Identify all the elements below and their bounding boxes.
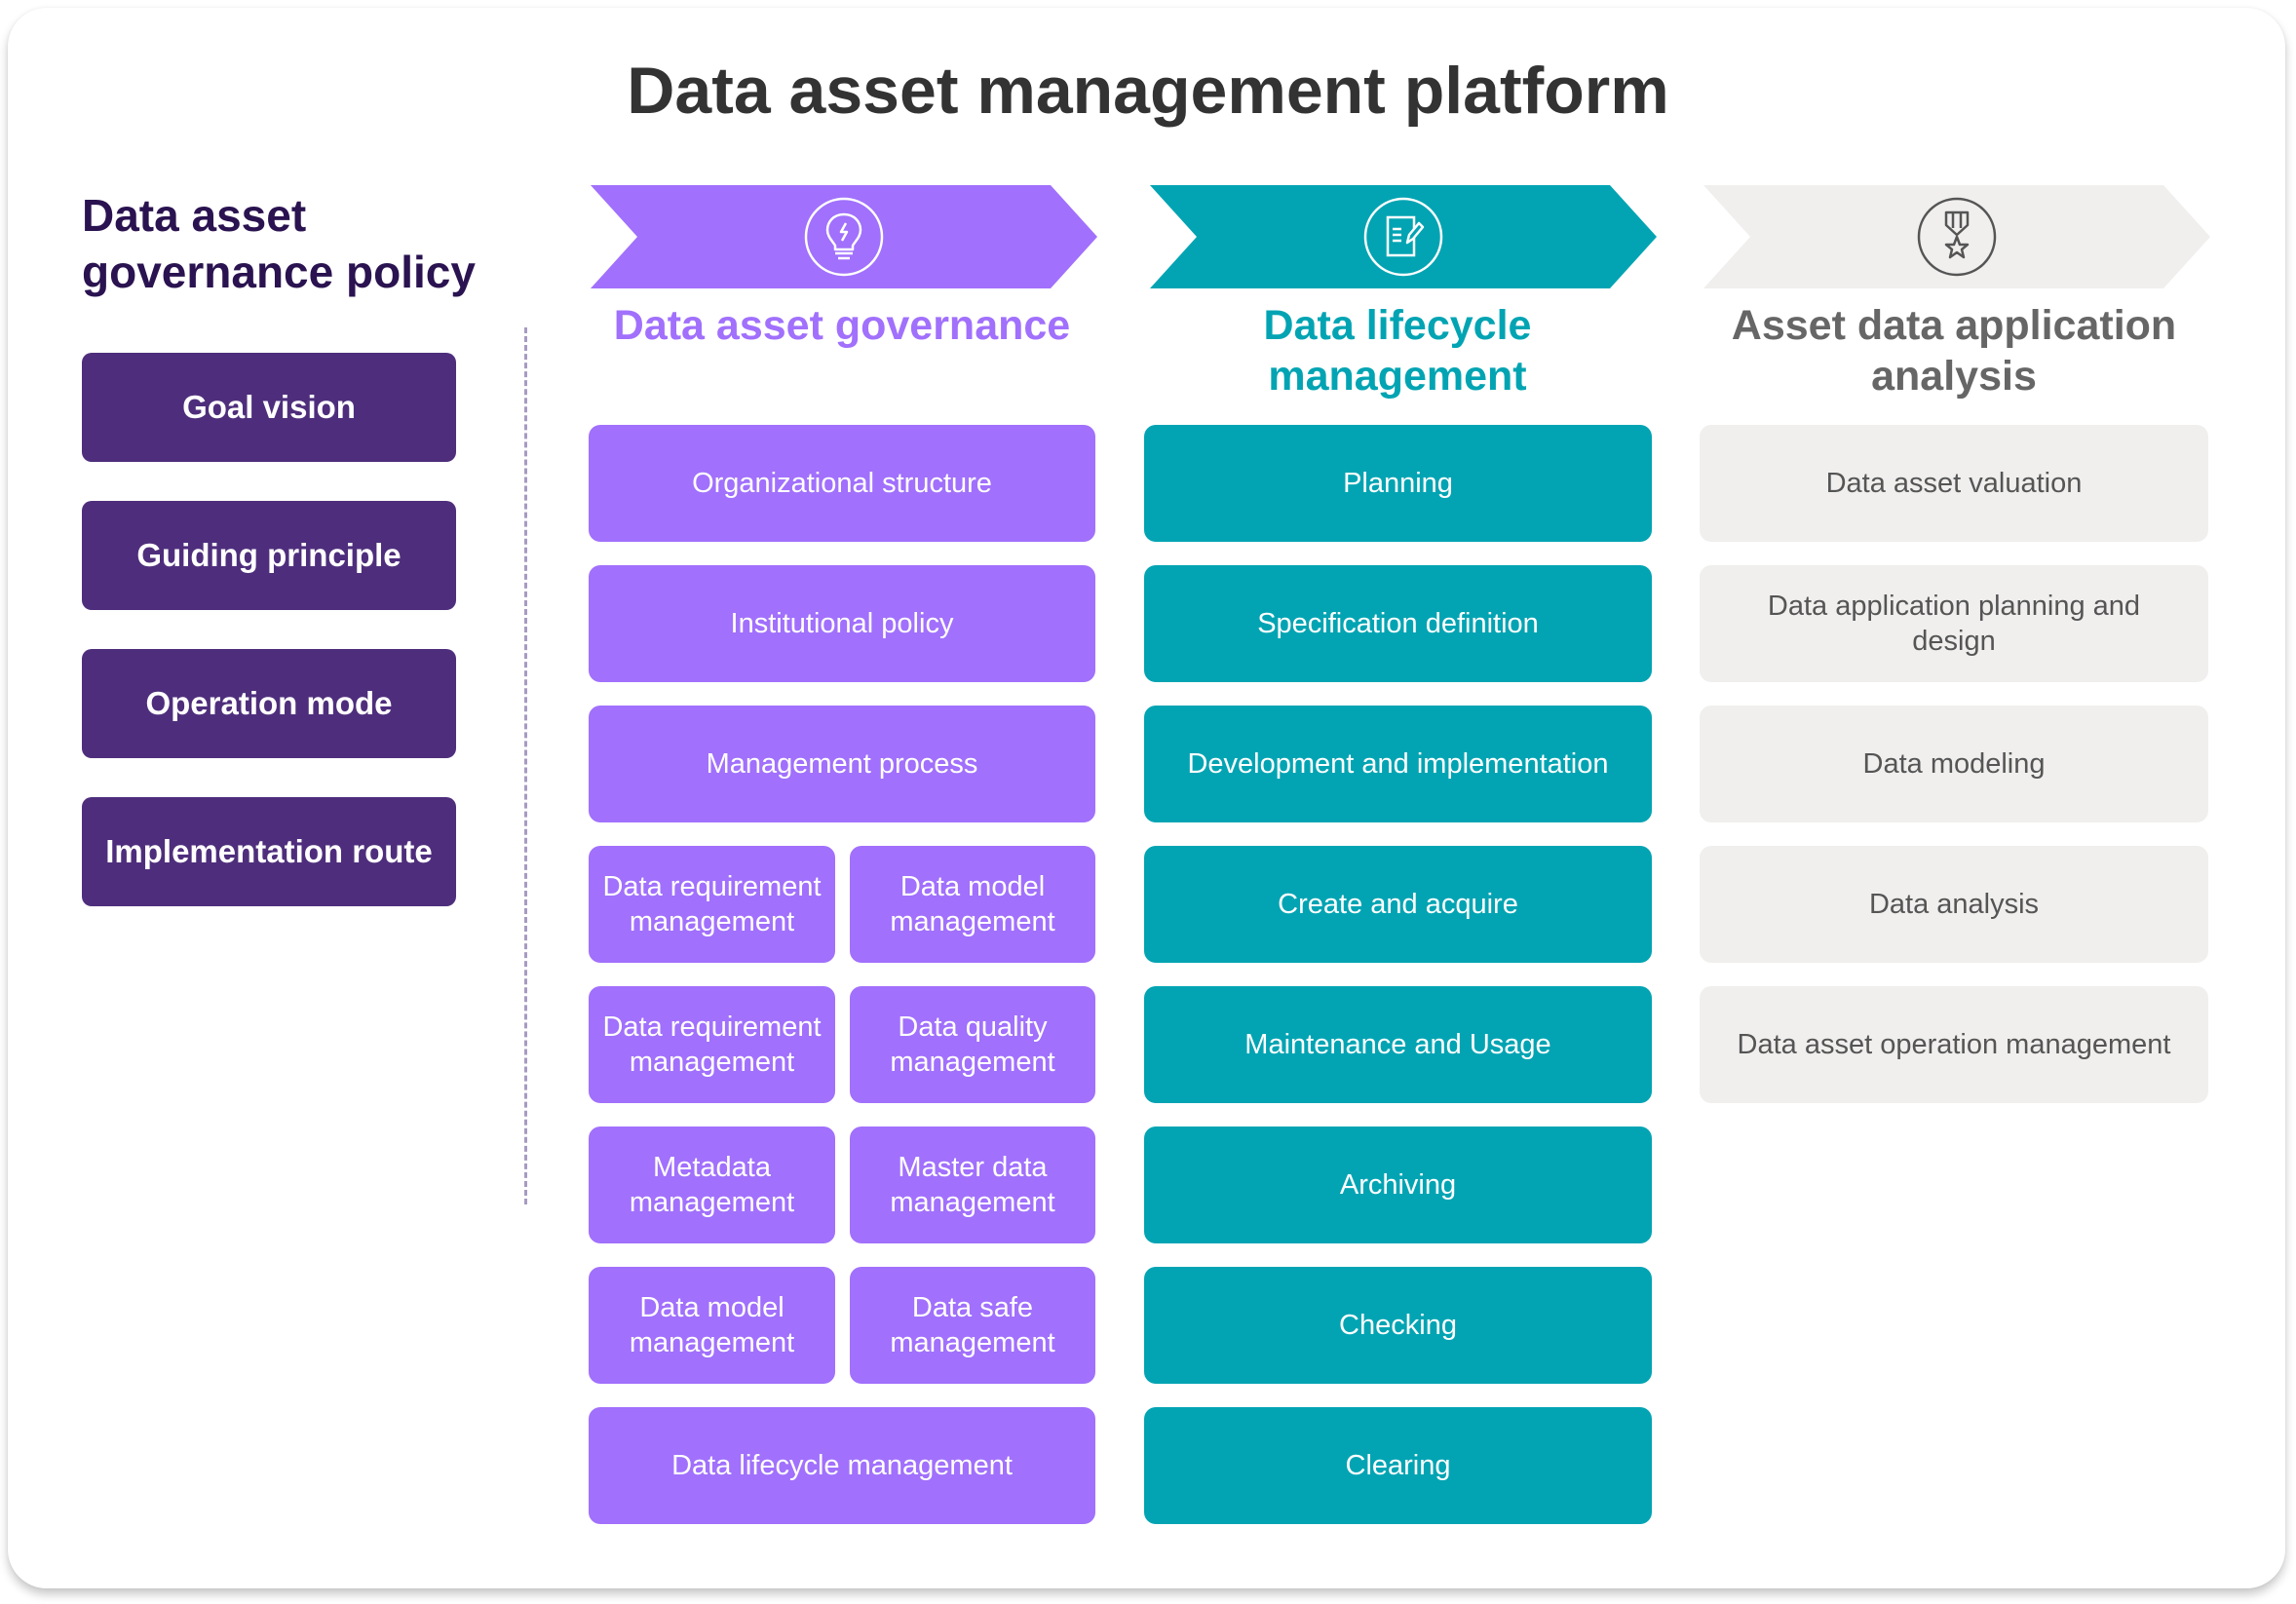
lifecycle-arrow-banner	[1150, 185, 1657, 288]
governance-item: Master data management	[850, 1127, 1095, 1243]
governance-item: Institutional policy	[589, 565, 1095, 682]
lifecycle-item: Clearing	[1144, 1407, 1652, 1524]
policy-item-guiding-principle: Guiding principle	[82, 501, 456, 610]
lifecycle-item: Development and implementation	[1144, 706, 1652, 822]
governance-item: Data requirement management	[589, 986, 835, 1103]
analysis-item: Data application planning and design	[1700, 565, 2208, 682]
page-title: Data asset management platform	[627, 54, 1669, 128]
analysis-arrow-banner	[1703, 185, 2210, 288]
lifecycle-item: Planning	[1144, 425, 1652, 542]
governance-item: Metadata management	[589, 1127, 835, 1243]
policy-heading: Data asset governance policy	[82, 190, 476, 297]
governance-title: Data asset governance	[613, 302, 1071, 349]
policy-item-operation-mode: Operation mode	[82, 649, 456, 758]
analysis-title: Asset data application analysis	[1731, 302, 2177, 400]
lifecycle-item: Archiving	[1144, 1127, 1652, 1243]
document-edit-icon	[1363, 197, 1443, 277]
lightbulb-icon	[804, 197, 884, 277]
lifecycle-item: Create and acquire	[1144, 846, 1652, 963]
chevron-shape	[1150, 185, 1657, 288]
governance-item: Data safe management	[850, 1267, 1095, 1384]
governance-arrow-banner	[591, 185, 1097, 288]
analysis-item: Data asset operation management	[1700, 986, 2208, 1103]
policy-item-implementation-route: Implementation route	[82, 797, 456, 906]
analysis-item: Data modeling	[1700, 706, 2208, 822]
analysis-item: Data analysis	[1700, 846, 2208, 963]
lifecycle-item: Specification definition	[1144, 565, 1652, 682]
lifecycle-item: Maintenance and Usage	[1144, 986, 1652, 1103]
lifecycle-item: Checking	[1144, 1267, 1652, 1384]
governance-item: Organizational structure	[589, 425, 1095, 542]
analysis-item: Data asset valuation	[1700, 425, 2208, 542]
lifecycle-title: Data lifecycle management	[1263, 302, 1532, 400]
governance-item: Data model management	[850, 846, 1095, 963]
governance-item: Data quality management	[850, 986, 1095, 1103]
dashed-divider	[524, 327, 527, 1204]
medal-icon	[1917, 197, 1997, 277]
governance-item: Data lifecycle management	[589, 1407, 1095, 1524]
governance-item: Data requirement management	[589, 846, 835, 963]
governance-item: Data model management	[589, 1267, 835, 1384]
governance-item: Management process	[589, 706, 1095, 822]
policy-item-goal-vision: Goal vision	[82, 353, 456, 462]
